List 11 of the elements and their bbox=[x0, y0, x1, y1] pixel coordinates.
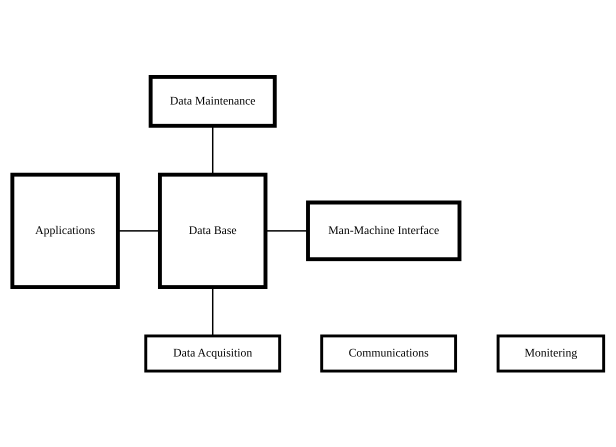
node-box: Data Base bbox=[158, 172, 268, 288]
connector bbox=[118, 230, 160, 232]
node-box: Data Maintenance bbox=[148, 74, 277, 128]
node-box: Monitering bbox=[496, 334, 606, 372]
connector bbox=[212, 286, 214, 336]
node-box: Applications bbox=[10, 172, 120, 288]
connector bbox=[265, 230, 308, 232]
connector bbox=[212, 126, 214, 174]
node-box: Communications bbox=[320, 334, 458, 372]
node-box: Man-Machine Interface bbox=[306, 200, 462, 261]
node-box: Data Acquisition bbox=[144, 334, 282, 372]
